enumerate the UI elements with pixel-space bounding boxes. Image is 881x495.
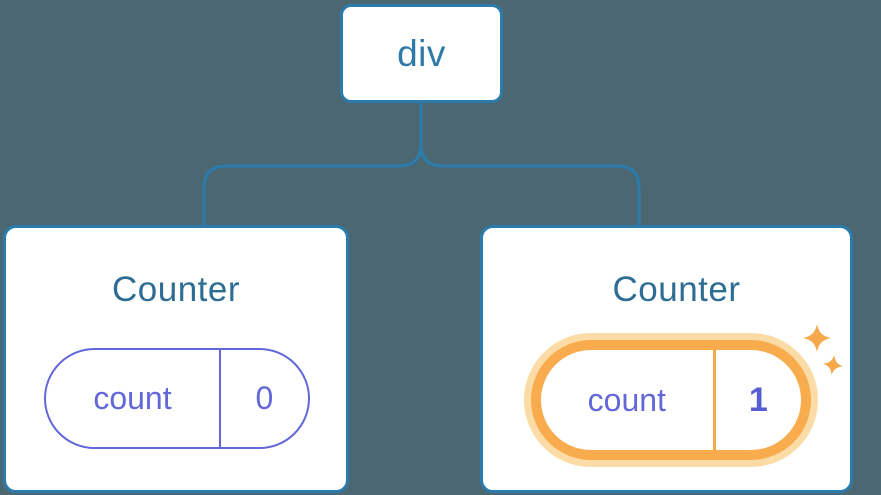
counter-card-title: Counter xyxy=(111,270,241,309)
counter-card-left: Counter count 0 xyxy=(3,225,349,493)
state-pill: count 0 xyxy=(44,348,310,449)
root-node-div: div xyxy=(340,4,503,103)
counter-card-title: Counter xyxy=(612,270,741,309)
counter-card-right: Counter count 1 xyxy=(480,225,853,493)
state-value-label: 1 xyxy=(748,380,768,419)
state-key-label: count xyxy=(46,350,221,447)
state-pill-highlighted: count 1 xyxy=(531,340,811,460)
root-node-label: div xyxy=(397,32,446,74)
state-value-label: 0 xyxy=(255,380,274,416)
state-key-label: count xyxy=(541,350,716,450)
